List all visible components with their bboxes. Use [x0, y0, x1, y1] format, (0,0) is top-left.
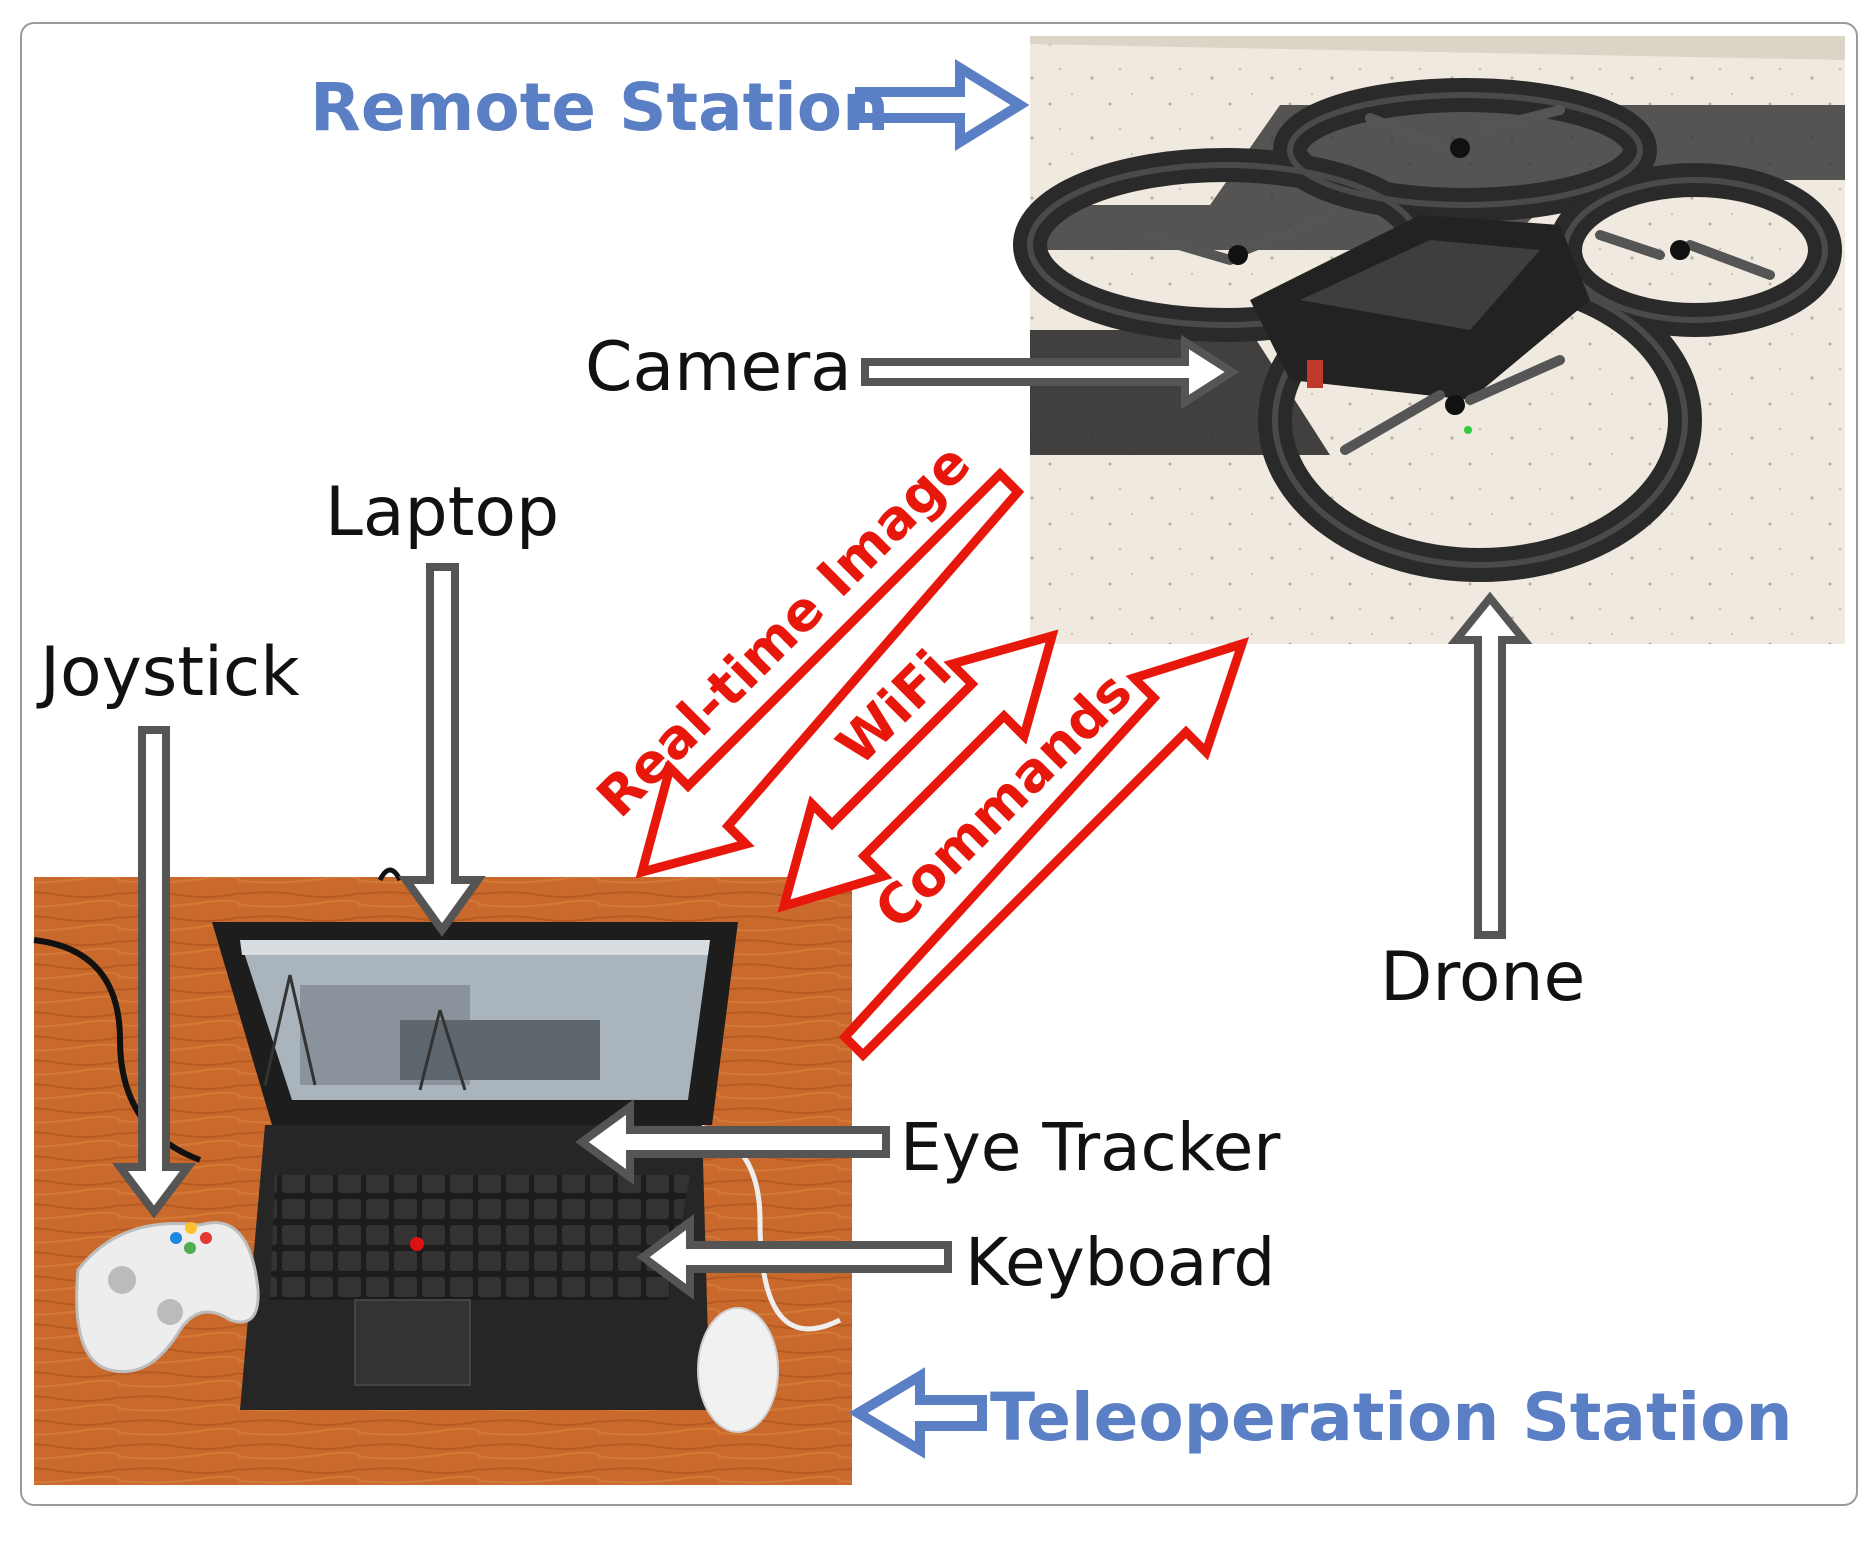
laptop-arrow [398, 563, 486, 937]
joystick-device [75, 1221, 260, 1374]
real-time-image-arrow [635, 467, 1025, 879]
keyboard-arrow [636, 1214, 952, 1300]
teleoperation-station-arrow [848, 1367, 987, 1459]
eye-tracker-arrow [575, 1099, 890, 1185]
remote-station-arrow [855, 59, 1030, 151]
commands-arrow [838, 637, 1250, 1062]
keyboard-label: Keyboard [965, 1224, 1275, 1301]
wifi-arrow [777, 629, 1059, 913]
laptop-label: Laptop [325, 473, 559, 552]
eye-tracker-label: Eye Tracker [900, 1109, 1281, 1186]
camera-arrow [861, 334, 1240, 410]
drone-label: Drone [1380, 938, 1585, 1017]
joystick-arrow [111, 726, 197, 1219]
drone-photo [1013, 36, 1845, 644]
drone-arrow [1447, 591, 1533, 939]
teleoperation-station-label: Teleoperation Station [990, 1379, 1792, 1456]
joystick-label: Joystick [36, 633, 300, 712]
remote-station-label: Remote Station [310, 69, 889, 146]
camera-label: Camera [585, 328, 852, 407]
keyboard-device [270, 1175, 690, 1300]
